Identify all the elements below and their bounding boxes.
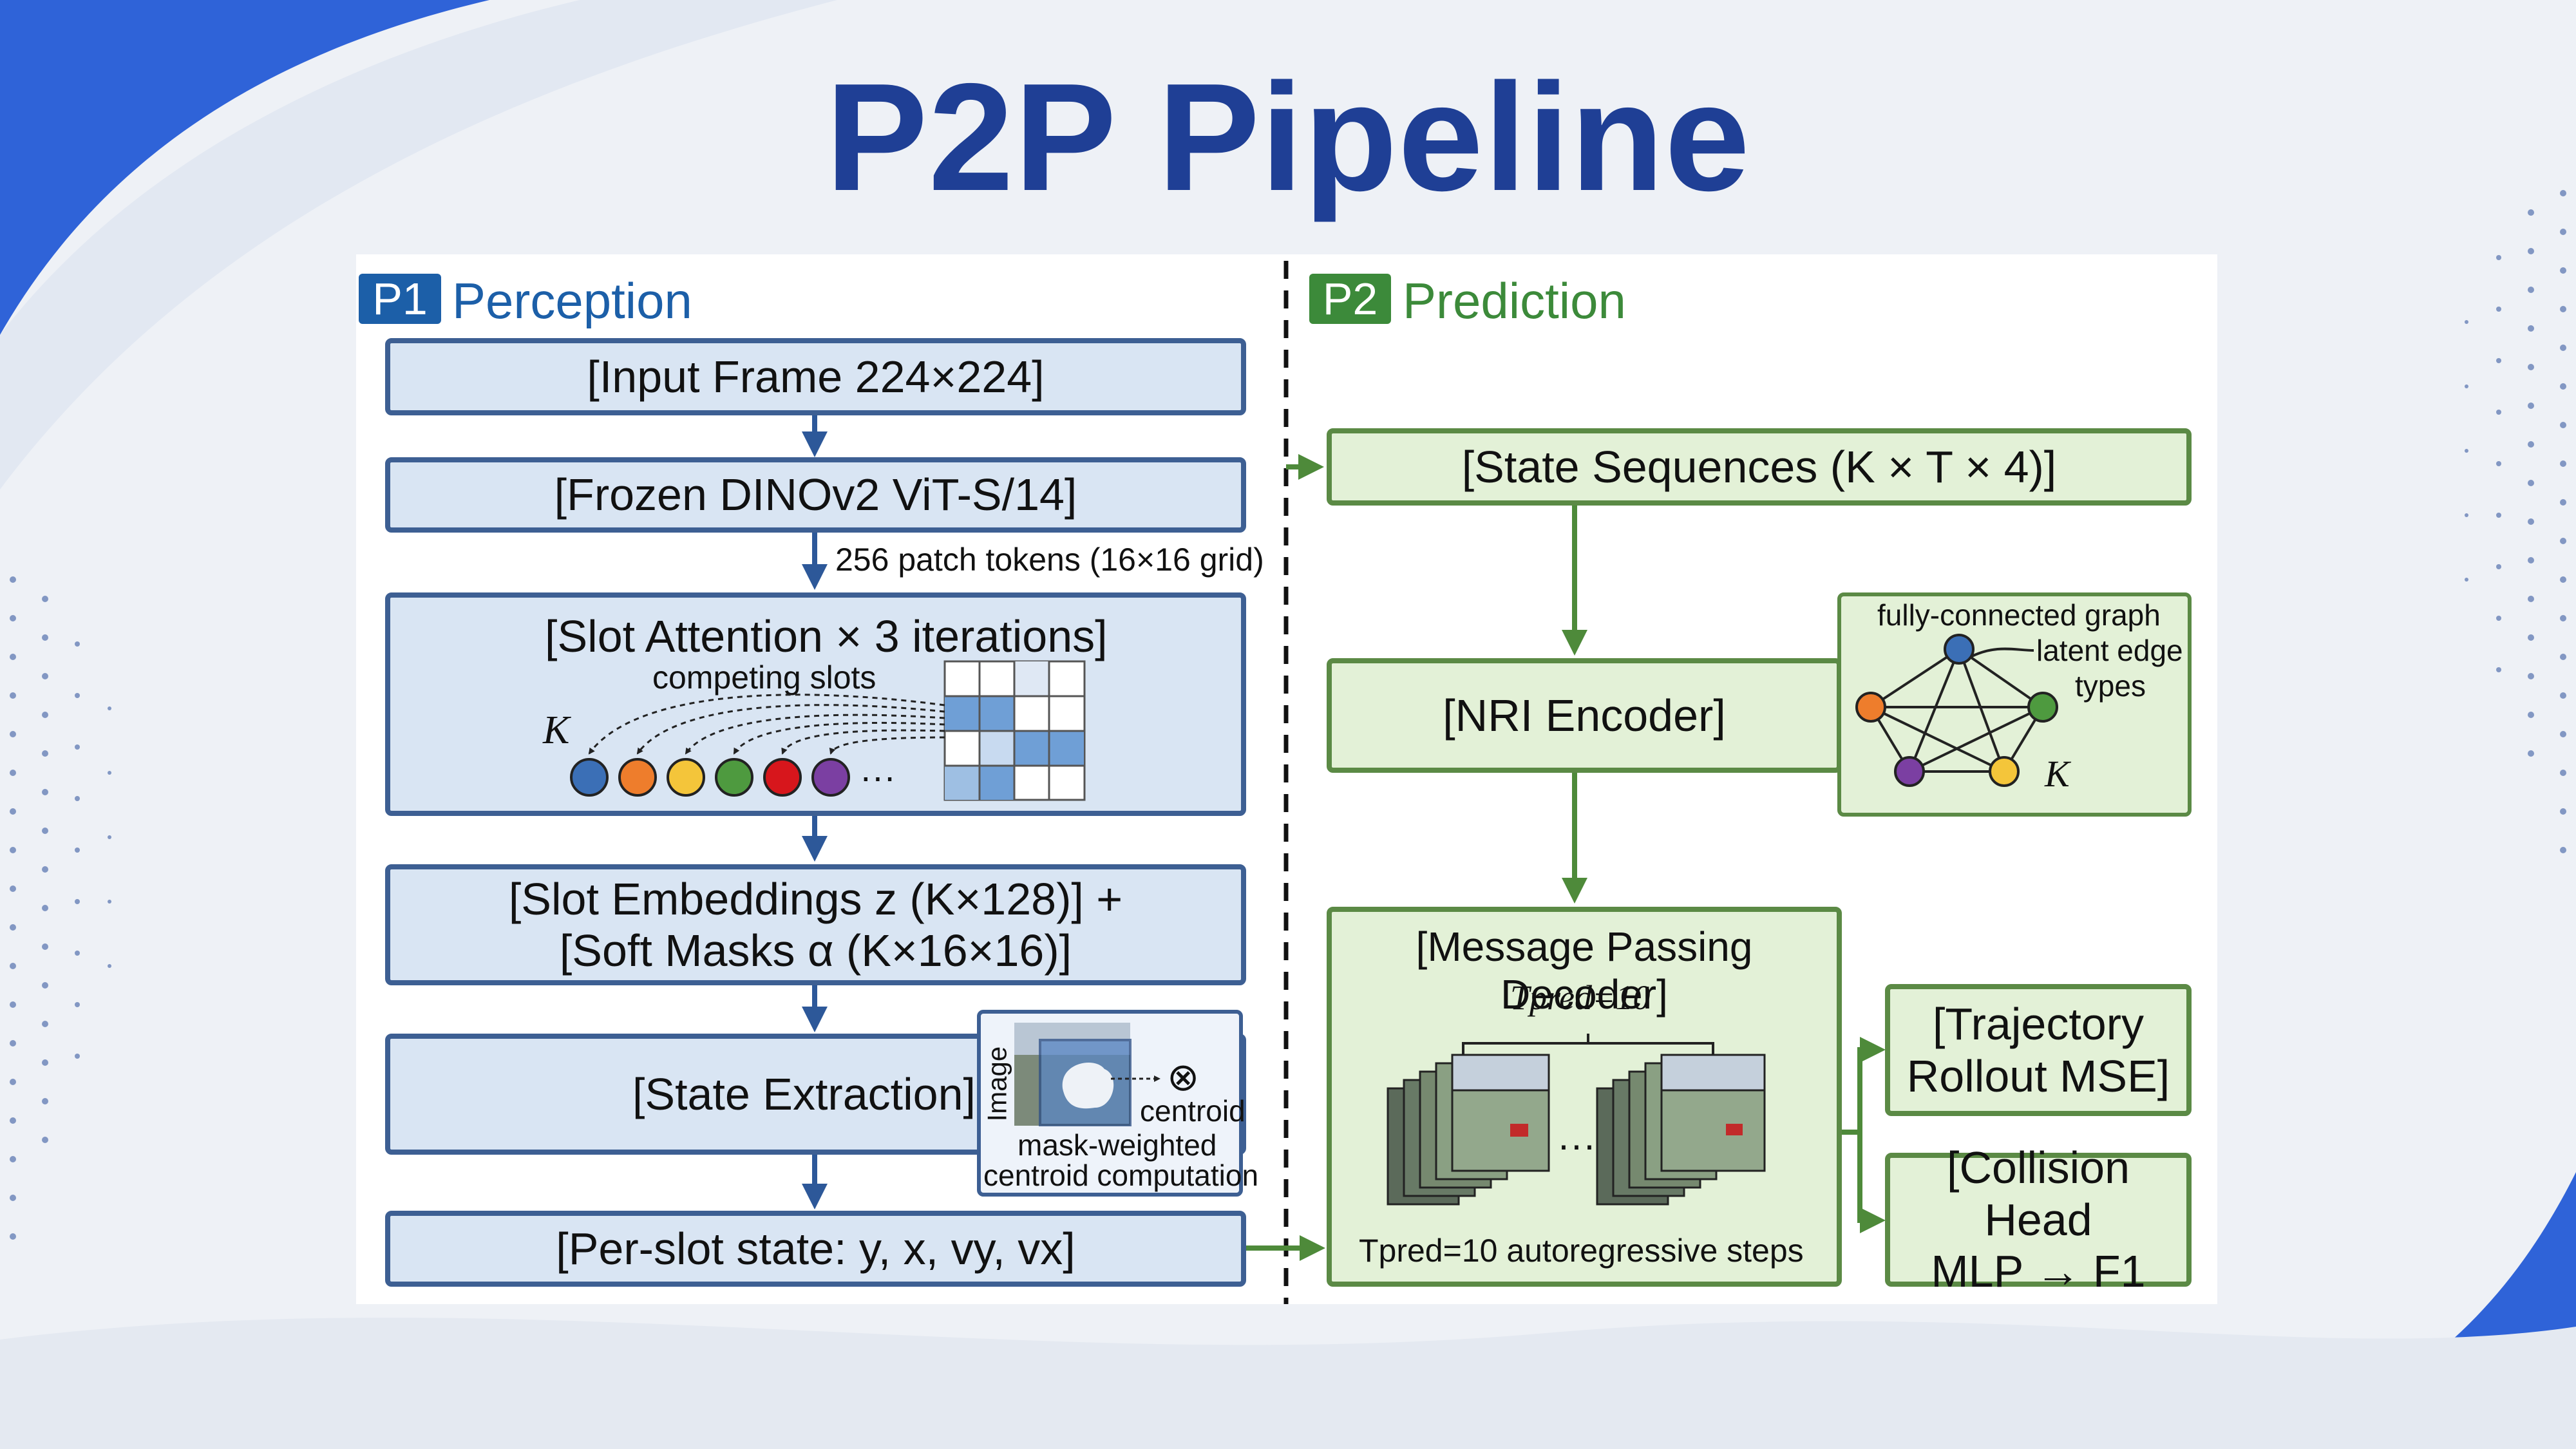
latent-edge-label-2: types	[2075, 669, 2146, 703]
centroid-image	[1014, 1023, 1160, 1126]
per-slot-state-box: [Per-slot state: y, x, vy, vx]	[385, 1211, 1246, 1287]
embeddings-box: [Slot Embeddings z (K×128)] + [Soft Mask…	[385, 864, 1246, 985]
per-slot-state-label: [Per-slot state: y, x, vy, vx]	[556, 1223, 1075, 1274]
top-left-swoosh	[0, 0, 489, 335]
nri-encoder-label: [NRI Encoder]	[1443, 690, 1726, 741]
patch-tokens-label: 256 patch tokens (16×16 grid)	[835, 542, 1264, 578]
graph-nodes	[1855, 634, 2058, 787]
slot-6	[811, 758, 850, 797]
state-extraction-label: [State Extraction]	[632, 1068, 976, 1119]
input-frame-box: [Input Frame 224×224]	[385, 338, 1246, 415]
state-sequences-box: [State Sequences (K × T × 4)]	[1327, 428, 2192, 506]
frame-stack-right	[1596, 1054, 1766, 1206]
state-sequences-label: [State Sequences (K × T × 4)]	[1461, 441, 2057, 492]
top-left-swoosh-light	[0, 0, 837, 489]
backbone-box: [Frozen DINOv2 ViT-S/14]	[385, 457, 1246, 533]
slot-5	[763, 758, 802, 797]
graph-node-blue	[1944, 634, 1975, 665]
embeddings-line-2: [Soft Masks α (K×16×16)]	[559, 925, 1072, 976]
dot-pattern-right	[2465, 190, 2566, 853]
frames-ellipsis: ···	[1557, 1123, 1596, 1166]
attention-grid	[943, 660, 1086, 801]
p1-label: Perception	[452, 272, 692, 329]
slot-4	[715, 758, 753, 797]
trajectory-line-1: [Trajectory	[1932, 999, 2145, 1049]
otimes-symbol: ⊗	[1167, 1056, 1200, 1099]
slide-title: P2P Pipeline	[825, 52, 1751, 223]
slot-circles	[570, 758, 850, 797]
p2-badge: P2	[1309, 274, 1391, 324]
frame-stack-left	[1387, 1054, 1550, 1206]
mask-weighted-line-1: mask-weighted	[1018, 1128, 1217, 1162]
graph-node-purple	[1894, 756, 1925, 787]
graph-k-symbol: K	[2045, 753, 2070, 795]
slot-attention-box: [Slot Attention × 3 iterations]	[385, 592, 1246, 816]
slot-ellipsis: ···	[860, 756, 896, 797]
slot-1	[570, 758, 609, 797]
embeddings-line-1: [Slot Embeddings z (K×128)] +	[508, 873, 1123, 924]
trajectory-box: [Trajectory Rollout MSE]	[1885, 984, 2192, 1116]
slot-attention-label: [Slot Attention × 3 iterations]	[545, 611, 1108, 661]
graph-node-green	[2027, 692, 2058, 723]
p2-label: Prediction	[1403, 272, 1626, 329]
attention-arrows	[588, 694, 945, 755]
collision-line-2: MLP → F1	[1931, 1246, 2146, 1297]
graph-node-yellow	[1989, 756, 2020, 787]
input-frame-label: [Input Frame 224×224]	[587, 351, 1045, 402]
mask-weighted-line-2: centroid computation	[983, 1159, 1259, 1192]
slot-2	[618, 758, 657, 797]
decoder-label: [Message Passing Decoder]	[1416, 923, 1753, 1018]
competing-slots-label: competing slots	[652, 659, 876, 696]
k-symbol: K	[543, 708, 570, 752]
latent-edge-label-1: latent edge	[2036, 634, 2183, 667]
p1-badge: P1	[359, 274, 441, 324]
bottom-wave	[0, 1318, 2576, 1449]
collision-line-1: [Collision Head	[1947, 1142, 2130, 1245]
graph-label: fully-connected graph	[1877, 598, 2161, 632]
frames-brace	[1462, 1034, 1714, 1056]
graph-edges	[1870, 647, 2044, 773]
autoregressive-label: Tpred=10 autoregressive steps	[1359, 1233, 1804, 1269]
slot-3	[667, 758, 705, 797]
trajectory-line-2: Rollout MSE]	[1906, 1050, 2170, 1101]
graph-node-orange	[1855, 692, 1886, 723]
backbone-label: [Frozen DINOv2 ViT-S/14]	[554, 469, 1077, 520]
centroid-label: centroid	[1140, 1094, 1245, 1128]
dot-pattern-left	[10, 576, 111, 1240]
t-pred-top: Tpred=10	[1510, 978, 1651, 1017]
nri-encoder-box: [NRI Encoder]	[1327, 658, 1842, 773]
collision-box: [Collision Head MLP → F1	[1885, 1142, 2192, 1296]
